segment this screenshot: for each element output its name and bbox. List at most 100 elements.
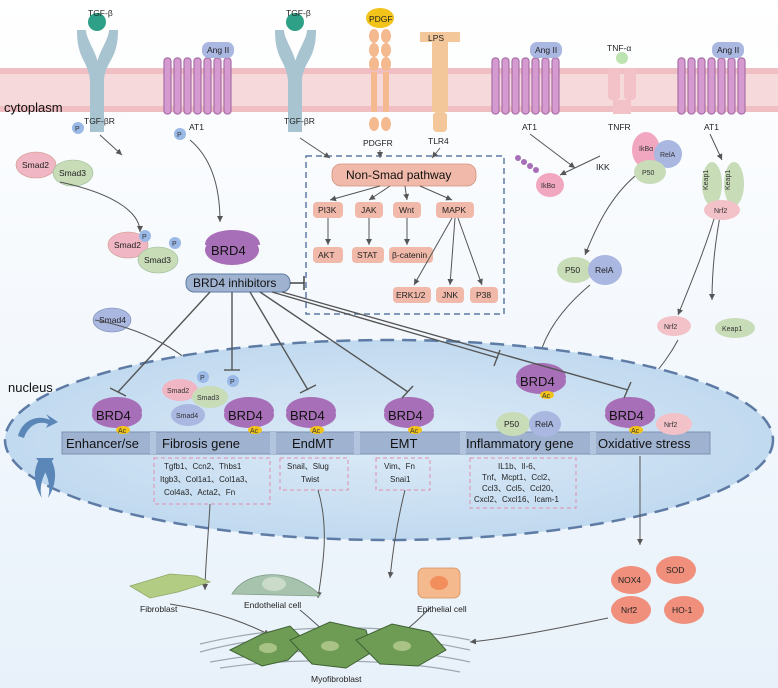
p50-free bbox=[557, 257, 593, 283]
node-jak bbox=[355, 202, 383, 218]
brd4-oxidative-label: BRD4 bbox=[609, 408, 644, 423]
ac-label: Ac bbox=[410, 428, 419, 435]
keap1-nrf2-complex bbox=[702, 162, 744, 220]
fibrosis-gene-line-3: Col4a3、Acta2、Fn bbox=[164, 488, 235, 497]
tlr4-receptor bbox=[420, 32, 460, 132]
cytoplasm-label: cytoplasm bbox=[4, 100, 63, 115]
fibrosis-gene-line-2: Itgb3、Col1a1、Col1a3、 bbox=[160, 475, 253, 484]
nrf2-label-2: Nrf2 bbox=[664, 324, 677, 331]
node-wnt-label: Wnt bbox=[399, 205, 415, 215]
angii-label-1: Ang II bbox=[207, 45, 229, 55]
p50-nuc-label: P50 bbox=[504, 419, 519, 429]
node-stat bbox=[352, 247, 384, 263]
node-pi3k bbox=[313, 202, 343, 218]
myofibroblast-label: Myofibroblast bbox=[311, 674, 362, 684]
segment-emt: EMT bbox=[390, 436, 418, 451]
brd4-inflammatory-label: BRD4 bbox=[520, 374, 555, 389]
epithelial-label: Epithelial cell bbox=[417, 604, 467, 614]
smad2-nuc bbox=[162, 379, 198, 401]
node-erk bbox=[393, 287, 431, 303]
non-smad-nodes: PI3K JAK Wnt MAPK AKT STAT β-catenin ERK… bbox=[313, 202, 498, 303]
endmt-gene-box bbox=[279, 457, 349, 491]
angii-ligand-3 bbox=[712, 42, 744, 58]
segment-endmt: EndMT bbox=[292, 436, 334, 451]
inflammatory-gene-line-4: Cxcl2、Cxcl16、Icam-1 bbox=[474, 495, 559, 504]
node-beta-catenin-label: β-catenin bbox=[392, 250, 427, 260]
tgfb-receptor-left bbox=[77, 13, 118, 132]
tgfbr-label-1: TGF-βR bbox=[84, 116, 115, 126]
at1-label-2: AT1 bbox=[522, 122, 537, 132]
brd4-label: BRD4 bbox=[211, 243, 246, 258]
ho1-label: HO-1 bbox=[672, 605, 693, 615]
p-ball bbox=[197, 371, 209, 383]
segment-inflammatory: Inflammatory gene bbox=[466, 436, 574, 451]
nucleus-label: nucleus bbox=[8, 380, 53, 395]
segment-enhancer: Enhancer/se bbox=[66, 436, 139, 451]
smad3-blob bbox=[137, 246, 179, 274]
node-akt bbox=[313, 247, 343, 263]
nrf2-nuc-label: Nrf2 bbox=[664, 422, 677, 429]
endmt-gene-line-2: Twist bbox=[301, 475, 320, 484]
dna-segment-dividers bbox=[150, 432, 596, 454]
non-smad-box bbox=[305, 155, 505, 315]
tnfr-receptor bbox=[608, 52, 636, 114]
node-akt-label: AKT bbox=[318, 250, 335, 260]
brd4-fibrosis-label: BRD4 bbox=[228, 408, 263, 423]
brd4-enhancer-label: BRD4 bbox=[96, 408, 131, 423]
oxidative-outputs bbox=[611, 556, 704, 624]
sod-label: SOD bbox=[666, 565, 684, 575]
p-ball bbox=[169, 237, 181, 249]
inflammatory-gene-box bbox=[469, 457, 577, 509]
smad4-nuc-label: Smad4 bbox=[176, 413, 198, 420]
node-jnk-label: JNK bbox=[442, 290, 458, 300]
brd4-endmt-label: BRD4 bbox=[290, 408, 325, 423]
node-wnt bbox=[393, 202, 421, 218]
keap1-label-2: Keap1 bbox=[725, 170, 732, 190]
non-smad-title: Non-Smad pathway bbox=[346, 168, 451, 182]
myofibroblast-cluster bbox=[199, 621, 471, 673]
curved-arrow-icon bbox=[18, 414, 58, 438]
brd4-inhibitors-label: BRD4 inhibitors bbox=[193, 276, 276, 290]
lps-label: LPS bbox=[428, 33, 444, 43]
ac-label: Ac bbox=[631, 428, 640, 435]
inhibitor-lines bbox=[109, 291, 632, 399]
tlr4-label: TLR4 bbox=[428, 136, 449, 146]
node-jak-label: JAK bbox=[361, 205, 377, 215]
p-label: P bbox=[200, 375, 205, 382]
node-stat-label: STAT bbox=[357, 250, 377, 260]
nrf2-free bbox=[657, 316, 691, 336]
nucleus-brd4-set bbox=[92, 363, 655, 428]
epithelial-nucleus-icon bbox=[430, 576, 448, 590]
tgfb-ligand-icon bbox=[286, 13, 304, 31]
smad2-label: Smad2 bbox=[114, 240, 141, 250]
node-pi3k-label: PI3K bbox=[318, 205, 337, 215]
segment-oxidative: Oxidative stress bbox=[598, 436, 691, 451]
smad4-nuc bbox=[171, 404, 205, 426]
smad3-nuc bbox=[192, 386, 228, 408]
inflammatory-gene-line-2: Tnf、Mcpt1、Ccl2、 bbox=[482, 473, 555, 482]
endothelial-label: Endothelial cell bbox=[244, 600, 301, 610]
ac-label: Ac bbox=[250, 428, 259, 435]
chromosome-icon bbox=[34, 458, 56, 498]
node-mapk bbox=[436, 202, 474, 218]
ac-label: Ac bbox=[542, 393, 551, 400]
rela-label-2: RelA bbox=[595, 265, 614, 275]
node-mapk-label: MAPK bbox=[442, 205, 466, 215]
pdgfr-label: PDGFR bbox=[363, 138, 393, 148]
smad2-label: Smad2 bbox=[22, 160, 49, 170]
node-jnk bbox=[436, 287, 464, 303]
nrf2-out-label: Nrf2 bbox=[621, 605, 637, 615]
pdgf-label: PDGF bbox=[369, 14, 393, 24]
tnfa-label: TNF-α bbox=[607, 43, 631, 53]
ikba-label-2: IkBα bbox=[541, 183, 555, 190]
ac-marks bbox=[116, 391, 643, 434]
angii-label-3: Ang II bbox=[717, 45, 739, 55]
rela-label-1: RelA bbox=[660, 152, 676, 159]
ikba-label-1: IkBα bbox=[639, 146, 653, 153]
ikba-free bbox=[536, 173, 564, 197]
tgfbr-label-2: TGF-βR bbox=[284, 116, 315, 126]
angii-ligand-2 bbox=[530, 42, 562, 58]
keap1-label-1: Keap1 bbox=[703, 170, 710, 190]
rela-nuc bbox=[529, 411, 561, 437]
